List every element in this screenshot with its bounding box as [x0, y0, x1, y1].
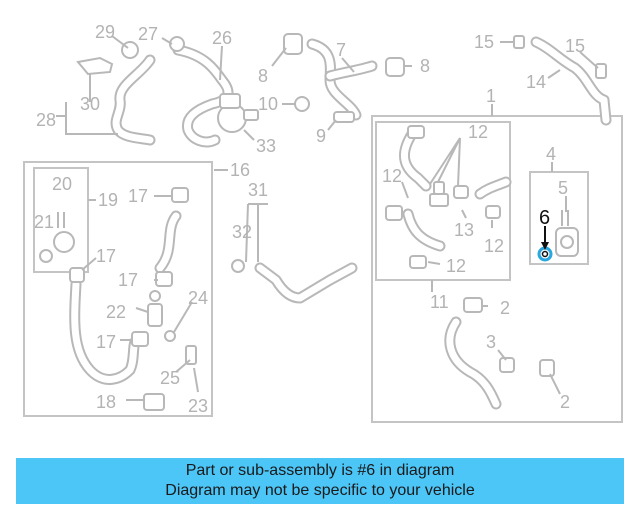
callout-8b: 8 — [420, 56, 430, 76]
valve-22 — [147, 290, 163, 327]
callout-12c: 12 — [484, 236, 504, 256]
clamp-3 — [499, 357, 515, 373]
callout-1: 1 — [486, 86, 496, 106]
callout-15b: 15 — [565, 36, 585, 56]
clamp-2b — [539, 359, 555, 377]
seal-10 — [294, 96, 310, 112]
cap-8a — [283, 33, 303, 55]
callout-16: 16 — [230, 160, 250, 180]
callout-22: 22 — [106, 302, 126, 322]
clamp-17c — [69, 267, 85, 283]
clamp-12c — [385, 205, 403, 221]
callout-18: 18 — [96, 392, 116, 412]
flange-21 — [39, 212, 75, 263]
callout-6-highlighted: 6 — [539, 207, 550, 229]
clamp-12e — [409, 255, 427, 269]
assembly-4-box — [529, 171, 589, 265]
callout-11: 11 — [430, 292, 449, 312]
callout-14: 14 — [526, 72, 546, 92]
callout-21: 21 — [34, 212, 54, 232]
callout-2b: 2 — [560, 392, 570, 412]
pipe-31 — [254, 262, 358, 304]
hose-26 — [172, 44, 234, 148]
sensor-9 — [333, 111, 355, 123]
housing-5 — [555, 210, 579, 257]
callout-20: 20 — [52, 174, 72, 194]
clamp-18 — [143, 393, 165, 411]
assembly-19-box — [33, 167, 89, 273]
callout-26: 26 — [212, 28, 232, 48]
caption-bar: Part or sub-assembly is #6 in diagram Di… — [16, 458, 624, 504]
assembly-1-box — [371, 115, 623, 423]
callout-27: 27 — [138, 24, 158, 44]
callout-32: 32 — [232, 222, 252, 242]
cap-8b — [385, 57, 405, 77]
hose-17-lower — [69, 278, 142, 385]
seal-24 — [164, 330, 176, 342]
callout-17b: 17 — [96, 246, 116, 266]
parts-diagram: 29 27 26 15 15 7 8 8 14 30 28 1 10 9 33 … — [23, 22, 623, 423]
hose-12-main — [399, 128, 446, 252]
callout-19: 19 — [98, 190, 118, 210]
clamp-12a — [407, 125, 425, 139]
hose-30 — [110, 54, 156, 146]
clamp-12b — [453, 185, 469, 199]
callout-12d: 12 — [446, 256, 466, 276]
hose-11-lower — [444, 316, 502, 410]
assembly-11-box — [375, 121, 511, 281]
clamp-17a — [171, 187, 189, 203]
callout-labels: 29 27 26 15 15 7 8 8 14 30 28 1 10 9 33 … — [34, 22, 585, 416]
callout-3: 3 — [486, 332, 496, 352]
clamp-17d — [131, 331, 149, 347]
callout-9: 9 — [316, 126, 326, 146]
callout-24: 24 — [188, 288, 208, 308]
clamp-27 — [169, 36, 186, 52]
leader-line-6 — [541, 226, 549, 250]
callout-10: 10 — [258, 94, 278, 114]
callout-5: 5 — [558, 178, 568, 198]
hose-12-right — [474, 176, 512, 200]
callout-12a: 12 — [468, 122, 488, 142]
plug-15b — [595, 63, 607, 79]
callout-2a: 2 — [500, 298, 510, 318]
caption-part-number: Part or sub-assembly is #6 in diagram — [185, 462, 455, 479]
tee-13 — [429, 181, 449, 207]
callout-28: 28 — [36, 110, 56, 130]
clamp-17b — [155, 271, 173, 287]
hose-17-upper — [154, 210, 182, 274]
callout-25: 25 — [160, 368, 180, 388]
plug-15a — [513, 35, 525, 49]
callout-23: 23 — [188, 396, 208, 416]
callout-29: 29 — [95, 22, 115, 42]
callout-15a: 15 — [474, 32, 494, 52]
assembly-16-box — [23, 161, 213, 417]
callout-17d: 17 — [96, 332, 116, 352]
clamp-12d — [485, 205, 501, 219]
callout-30: 30 — [80, 94, 100, 114]
callout-8a: 8 — [258, 66, 268, 86]
pump-33 — [217, 93, 259, 133]
sensor-25 — [185, 345, 197, 365]
caption-disclaimer: Diagram may not be specific to your vehi… — [165, 482, 475, 499]
callout-31: 31 — [248, 180, 268, 200]
pipe-14 — [530, 36, 612, 126]
callout-12b: 12 — [382, 166, 402, 186]
leader-lines — [56, 35, 599, 401]
seal-32 — [231, 259, 245, 273]
callout-17c: 17 — [118, 270, 138, 290]
bracket-28 — [76, 56, 114, 76]
callout-33: 33 — [256, 136, 276, 156]
callout-7: 7 — [336, 40, 346, 60]
callout-13: 13 — [454, 220, 474, 240]
callout-4: 4 — [546, 144, 556, 164]
clamp-2a — [463, 297, 483, 313]
callout-17a: 17 — [128, 186, 148, 206]
